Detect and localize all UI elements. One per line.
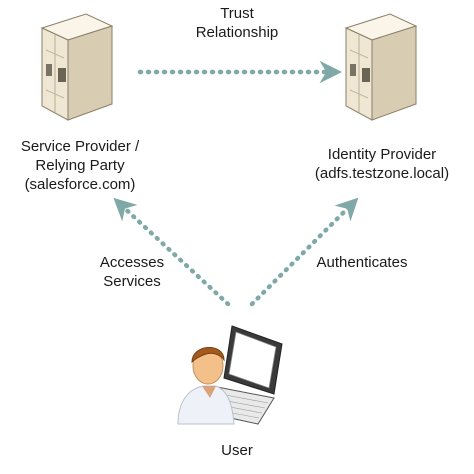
identity-provider-label: Identity Provider (adfs.testzone.local) (314, 146, 450, 182)
service-provider-label: Service Provider / Relying Party (salesf… (20, 138, 140, 193)
authenticates-arrow (249, 197, 359, 307)
server-icon (40, 13, 114, 121)
trust-relationship-label: Trust Relationship (195, 5, 279, 41)
authenticates-label: Authenticates (316, 254, 408, 271)
server-icon (344, 13, 418, 121)
user-label: User (221, 442, 253, 459)
user-with-laptop-icon (177, 325, 283, 425)
accesses-arrow (113, 197, 231, 307)
accesses-services-label: Accesses Services (99, 254, 165, 290)
